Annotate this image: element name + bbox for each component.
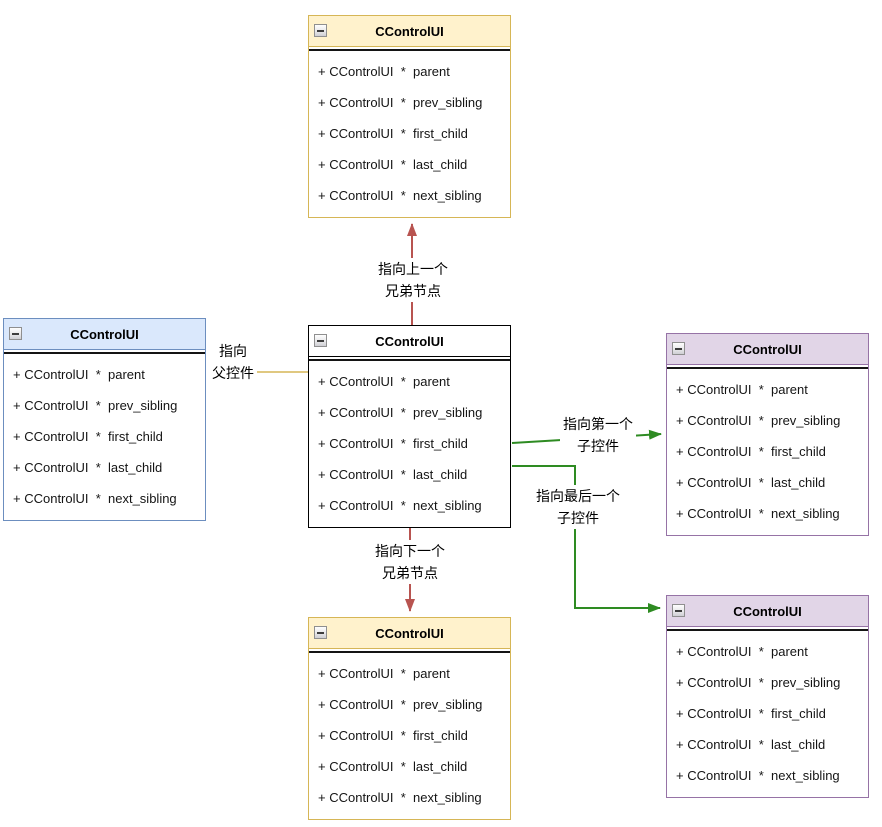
- header-separator: [309, 47, 510, 51]
- field-list: + CControlUI * parent + CControlUI * pre…: [309, 361, 510, 521]
- header-separator: [309, 357, 510, 361]
- field-next-sibling: + CControlUI * next_sibling: [318, 498, 482, 513]
- class-header: CControlUI: [309, 326, 510, 357]
- collapse-icon[interactable]: [9, 327, 22, 340]
- header-separator: [4, 350, 205, 354]
- class-box-bottom[interactable]: CControlUI + CControlUI * parent + CCont…: [308, 617, 511, 820]
- class-title: CControlUI: [375, 625, 444, 641]
- field-next-sibling: + CControlUI * next_sibling: [676, 506, 840, 521]
- field-next-sibling: + CControlUI * next_sibling: [318, 188, 482, 203]
- class-title: CControlUI: [70, 326, 139, 342]
- field-parent: + CControlUI * parent: [318, 64, 450, 79]
- class-box-left[interactable]: CControlUI + CControlUI * parent + CCont…: [3, 318, 206, 521]
- field-next-sibling: + CControlUI * next_sibling: [13, 491, 177, 506]
- field-parent: + CControlUI * parent: [676, 382, 808, 397]
- class-header: CControlUI: [667, 596, 868, 627]
- field-first-child: + CControlUI * first_child: [13, 429, 163, 444]
- field-last-child: + CControlUI * last_child: [676, 737, 826, 752]
- field-first-child: + CControlUI * first_child: [318, 728, 468, 743]
- collapse-icon[interactable]: [314, 626, 327, 639]
- field-first-child: + CControlUI * first_child: [318, 436, 468, 451]
- field-parent: + CControlUI * parent: [13, 367, 145, 382]
- collapse-icon[interactable]: [314, 24, 327, 37]
- edge-last-child[interactable]: [512, 465, 661, 613]
- class-header: CControlUI: [4, 319, 205, 350]
- edge-label-parent[interactable]: 指向 父控件: [209, 340, 257, 384]
- field-parent: + CControlUI * parent: [676, 644, 808, 659]
- collapse-icon[interactable]: [672, 342, 685, 355]
- class-header: CControlUI: [667, 334, 868, 365]
- field-parent: + CControlUI * parent: [318, 374, 450, 389]
- edge-label-last-child[interactable]: 指向最后一个 子控件: [533, 485, 623, 529]
- field-prev-sibling: + CControlUI * prev_sibling: [676, 675, 841, 690]
- field-first-child: + CControlUI * first_child: [318, 126, 468, 141]
- field-prev-sibling: + CControlUI * prev_sibling: [676, 413, 841, 428]
- class-box-right[interactable]: CControlUI + CControlUI * parent + CCont…: [666, 333, 869, 536]
- field-prev-sibling: + CControlUI * prev_sibling: [318, 95, 483, 110]
- field-prev-sibling: + CControlUI * prev_sibling: [318, 405, 483, 420]
- field-parent: + CControlUI * parent: [318, 666, 450, 681]
- class-header: CControlUI: [309, 16, 510, 47]
- field-next-sibling: + CControlUI * next_sibling: [318, 790, 482, 805]
- header-separator: [309, 649, 510, 653]
- field-list: + CControlUI * parent + CControlUI * pre…: [667, 369, 868, 529]
- class-box-bottom-right[interactable]: CControlUI + CControlUI * parent + CCont…: [666, 595, 869, 798]
- edge-label-prev-sibling[interactable]: 指向上一个 兄弟节点: [375, 258, 451, 302]
- field-first-child: + CControlUI * first_child: [676, 444, 826, 459]
- field-list: + CControlUI * parent + CControlUI * pre…: [309, 51, 510, 211]
- field-last-child: + CControlUI * last_child: [318, 467, 468, 482]
- edge-label-next-sibling[interactable]: 指向下一个 兄弟节点: [372, 540, 448, 584]
- class-title: CControlUI: [733, 603, 802, 619]
- class-box-top[interactable]: CControlUI + CControlUI * parent + CCont…: [308, 15, 511, 218]
- field-last-child: + CControlUI * last_child: [318, 759, 468, 774]
- header-separator: [667, 627, 868, 631]
- field-list: + CControlUI * parent + CControlUI * pre…: [4, 354, 205, 514]
- class-header: CControlUI: [309, 618, 510, 649]
- field-prev-sibling: + CControlUI * prev_sibling: [13, 398, 178, 413]
- collapse-icon[interactable]: [672, 604, 685, 617]
- header-separator: [667, 365, 868, 369]
- class-title: CControlUI: [375, 333, 444, 349]
- collapse-icon[interactable]: [314, 334, 327, 347]
- class-title: CControlUI: [375, 23, 444, 39]
- edge-label-first-child[interactable]: 指向第一个 子控件: [560, 413, 636, 457]
- field-last-child: + CControlUI * last_child: [318, 157, 468, 172]
- field-list: + CControlUI * parent + CControlUI * pre…: [309, 653, 510, 813]
- field-prev-sibling: + CControlUI * prev_sibling: [318, 697, 483, 712]
- class-box-center[interactable]: CControlUI + CControlUI * parent + CCont…: [308, 325, 511, 528]
- field-first-child: + CControlUI * first_child: [676, 706, 826, 721]
- field-last-child: + CControlUI * last_child: [676, 475, 826, 490]
- field-last-child: + CControlUI * last_child: [13, 460, 163, 475]
- field-list: + CControlUI * parent + CControlUI * pre…: [667, 631, 868, 791]
- class-title: CControlUI: [733, 341, 802, 357]
- field-next-sibling: + CControlUI * next_sibling: [676, 768, 840, 783]
